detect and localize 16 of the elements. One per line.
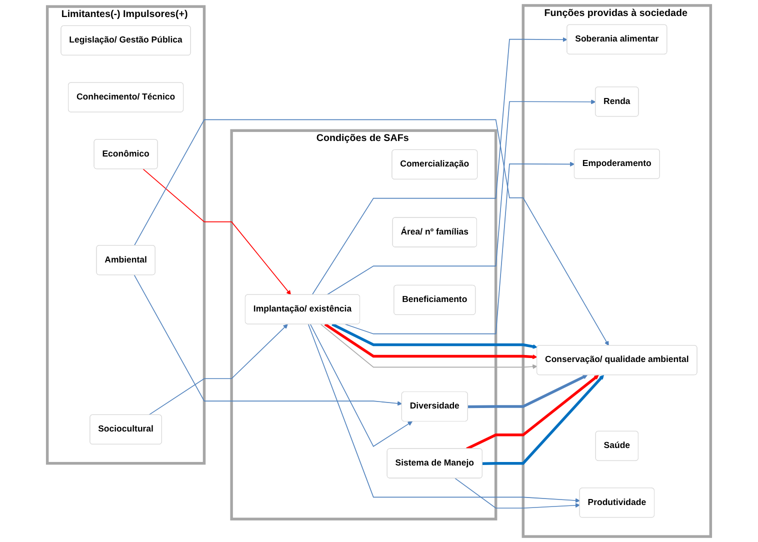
- arrow: [466, 374, 599, 450]
- arrow: [308, 324, 580, 503]
- arrow: [344, 162, 575, 334]
- arrow: [326, 99, 596, 296]
- arrow: [482, 374, 604, 465]
- arrow: [134, 119, 609, 346]
- arrow: [324, 323, 538, 360]
- arrow: [468, 374, 588, 408]
- arrow: [320, 324, 538, 370]
- arrow: [454, 478, 580, 509]
- arrow: [142, 168, 292, 295]
- arrow: [134, 274, 402, 406]
- arrow: [148, 324, 288, 416]
- arrow: [310, 324, 412, 447]
- arrow: [312, 37, 568, 296]
- arrow: [332, 323, 538, 349]
